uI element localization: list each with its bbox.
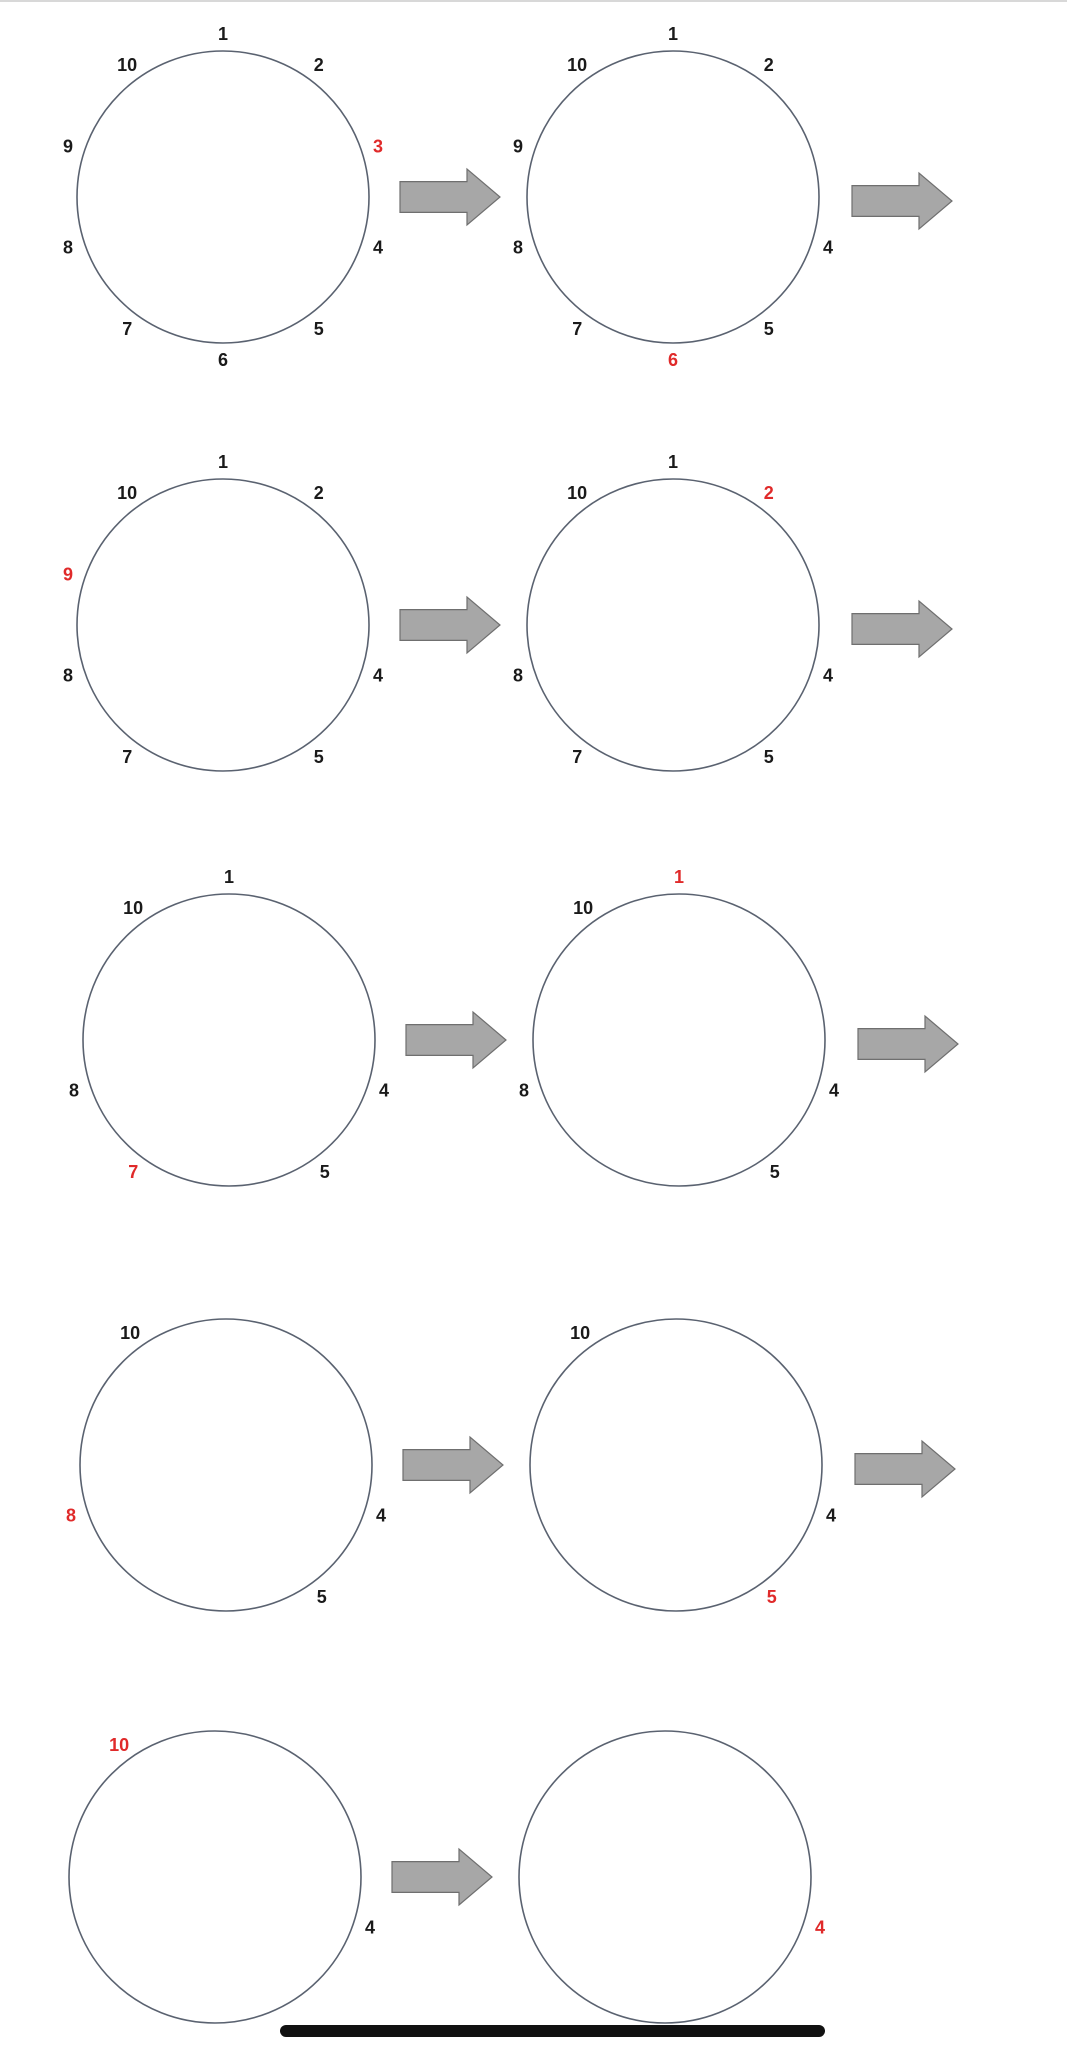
position-label: 5 xyxy=(314,747,324,767)
circle-before: 1 2 3 4 5 6 7 8 9 10 xyxy=(63,24,383,370)
position-label: 1 xyxy=(668,24,678,44)
right-arrow-icon xyxy=(399,595,501,655)
position-label: 4 xyxy=(379,1080,389,1100)
position-label: 1 xyxy=(224,867,234,887)
position-label: 8 xyxy=(63,665,73,685)
position-label: 5 xyxy=(320,1162,330,1182)
position-label: 7 xyxy=(122,747,132,767)
right-arrow-icon xyxy=(405,1010,507,1070)
ring xyxy=(82,893,376,1187)
top-divider xyxy=(0,0,1067,2)
position-label-highlighted: 3 xyxy=(373,137,383,157)
position-label-highlighted: 9 xyxy=(63,565,73,585)
step-row: 1 4 5 7 8 10 1 4 5 8 10 xyxy=(69,867,959,1187)
ring xyxy=(76,478,370,772)
circle-after: 1 4 5 8 10 xyxy=(519,867,839,1187)
ring xyxy=(526,478,820,772)
position-label: 4 xyxy=(823,665,833,685)
position-label-highlighted: 4 xyxy=(815,1917,825,1937)
right-arrow-icon xyxy=(851,599,953,659)
position-label-highlighted: 10 xyxy=(109,1735,129,1755)
circle-before: 4 5 8 10 xyxy=(66,1318,386,1612)
ring xyxy=(76,50,370,344)
ring xyxy=(518,1730,812,2024)
position-label: 1 xyxy=(218,452,228,472)
position-label-highlighted: 5 xyxy=(767,1587,777,1607)
position-label: 10 xyxy=(567,55,587,75)
position-label: 4 xyxy=(826,1505,836,1525)
position-label: 2 xyxy=(314,55,324,75)
position-label: 2 xyxy=(314,483,324,503)
circle-before: 1 4 5 7 8 10 xyxy=(69,867,389,1187)
step-row: 1 2 3 4 5 6 7 8 9 10 1 2 4 5 6 7 8 9 10 xyxy=(63,24,953,370)
right-arrow-icon xyxy=(851,171,953,231)
circle-after: 4 5 10 xyxy=(529,1318,836,1612)
position-label: 8 xyxy=(519,1080,529,1100)
position-label: 5 xyxy=(764,319,774,339)
position-label: 7 xyxy=(572,747,582,767)
right-arrow-icon xyxy=(391,1847,493,1907)
position-label: 10 xyxy=(570,1323,590,1343)
ring xyxy=(526,50,820,344)
position-label: 10 xyxy=(567,483,587,503)
ring xyxy=(529,1318,823,1612)
position-label: 8 xyxy=(69,1080,79,1100)
position-label: 9 xyxy=(63,137,73,157)
position-label: 4 xyxy=(829,1080,839,1100)
step-row: 4 5 8 10 4 5 10 xyxy=(66,1318,956,1612)
ring xyxy=(68,1730,362,2024)
position-label: 8 xyxy=(513,237,523,257)
circle-before: 4 10 xyxy=(68,1730,375,2024)
ring xyxy=(532,893,826,1187)
right-arrow-icon xyxy=(857,1014,959,1074)
position-label-highlighted: 1 xyxy=(674,867,684,887)
position-label: 5 xyxy=(317,1587,327,1607)
circle-after: 4 xyxy=(518,1730,825,2024)
position-label: 8 xyxy=(513,665,523,685)
circle-before: 1 2 4 5 7 8 9 10 xyxy=(63,452,383,772)
position-label: 4 xyxy=(373,665,383,685)
position-label: 4 xyxy=(823,237,833,257)
right-arrow-icon xyxy=(854,1439,956,1499)
step-row: 1 2 4 5 7 8 9 10 1 2 4 5 7 8 10 xyxy=(63,452,953,772)
position-label: 2 xyxy=(764,55,774,75)
position-label-highlighted: 6 xyxy=(668,350,678,370)
circle-after: 1 2 4 5 6 7 8 9 10 xyxy=(513,24,833,370)
position-label: 1 xyxy=(668,452,678,472)
position-label: 9 xyxy=(513,137,523,157)
home-indicator[interactable] xyxy=(280,2025,825,2037)
position-label: 4 xyxy=(373,237,383,257)
position-label: 10 xyxy=(123,898,143,918)
position-label: 10 xyxy=(120,1323,140,1343)
position-label-highlighted: 7 xyxy=(128,1162,138,1182)
position-label: 7 xyxy=(122,319,132,339)
step-row: 4 10 4 xyxy=(68,1730,825,2024)
position-label: 10 xyxy=(117,483,137,503)
position-label: 10 xyxy=(117,55,137,75)
position-label: 1 xyxy=(218,24,228,44)
right-arrow-icon xyxy=(399,167,501,227)
position-label: 8 xyxy=(63,237,73,257)
position-label: 5 xyxy=(314,319,324,339)
position-label: 6 xyxy=(218,350,228,370)
position-label-highlighted: 8 xyxy=(66,1505,76,1525)
position-label-highlighted: 2 xyxy=(764,483,774,503)
position-label: 4 xyxy=(365,1917,375,1937)
circle-after: 1 2 4 5 7 8 10 xyxy=(513,452,833,772)
position-label: 4 xyxy=(376,1505,386,1525)
position-label: 5 xyxy=(764,747,774,767)
position-label: 5 xyxy=(770,1162,780,1182)
ring xyxy=(79,1318,373,1612)
position-label: 10 xyxy=(573,898,593,918)
position-label: 7 xyxy=(572,319,582,339)
right-arrow-icon xyxy=(402,1435,504,1495)
